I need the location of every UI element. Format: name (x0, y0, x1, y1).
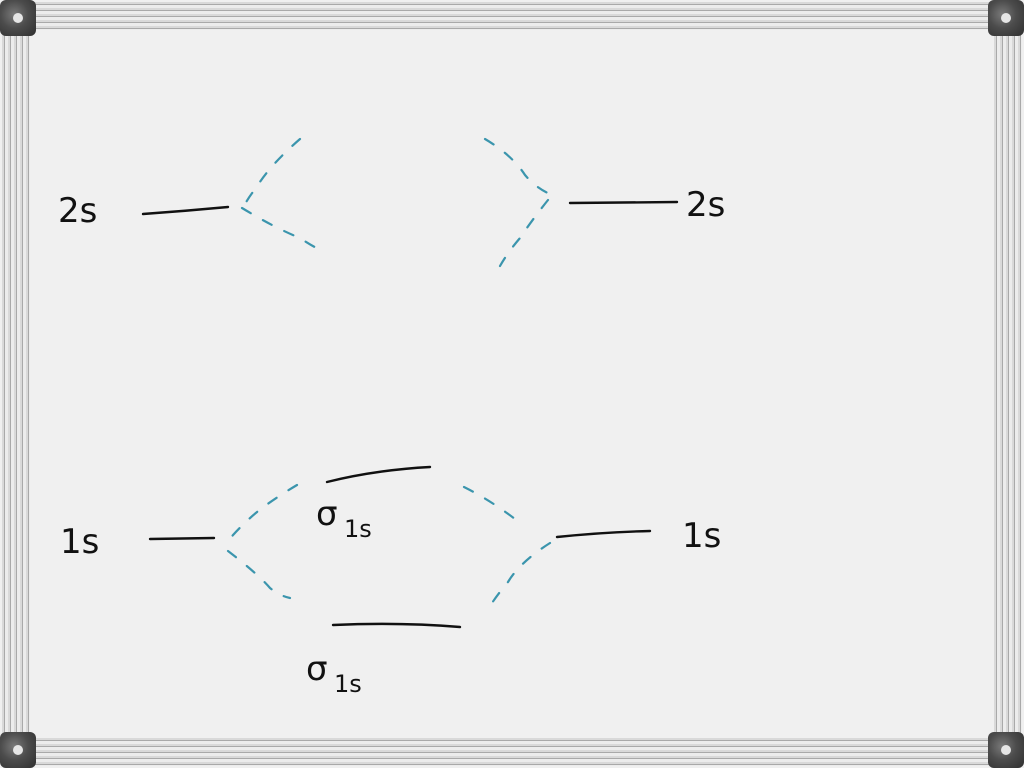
whiteboard-surface (30, 30, 994, 738)
left-2s-level-line (141, 205, 230, 216)
right-2s-level-line (568, 200, 679, 205)
left-1s-to-bonding-connector (226, 549, 292, 600)
frame-rail-top (20, 2, 1004, 30)
bonding-sigma-1s-label: σ 1s (306, 649, 362, 698)
left-1s-label: 1s (60, 522, 99, 562)
frame-rail-bottom (20, 738, 1004, 766)
frame-rail-left (2, 20, 30, 748)
frame-corner-top-left (0, 0, 36, 36)
right-1s-label: 1s (682, 516, 721, 556)
right-2s-connector-up (483, 137, 552, 196)
right-2s-label: 2s (686, 185, 725, 225)
right-2s-connector-down (498, 198, 550, 268)
frame-rail-right (994, 20, 1022, 748)
right-1s-to-antibonding-connector (462, 485, 517, 521)
antibonding-1s-level-line (325, 465, 432, 484)
left-1s-to-antibonding-connector (226, 483, 299, 543)
antibonding-sigma-subscript: 1s (344, 515, 372, 543)
right-1s-level-line (555, 529, 652, 539)
bonding-sigma-subscript: 1s (334, 670, 362, 698)
frame-corner-bottom-right (988, 732, 1024, 768)
frame-corner-top-right (988, 0, 1024, 36)
antibonding-sigma-symbol: σ (316, 494, 338, 534)
left-2s-connector-down (240, 206, 326, 254)
frame-corner-bottom-left (0, 732, 36, 768)
antibonding-sigma-1s-label: σ 1s (316, 494, 372, 543)
left-2s-connector-up (242, 137, 302, 208)
bonding-sigma-symbol: σ (306, 649, 328, 689)
bonding-1s-level-line (331, 622, 462, 629)
left-2s-label: 2s (58, 191, 97, 231)
right-1s-to-bonding-connector (490, 541, 552, 605)
left-1s-level-line (148, 536, 216, 541)
